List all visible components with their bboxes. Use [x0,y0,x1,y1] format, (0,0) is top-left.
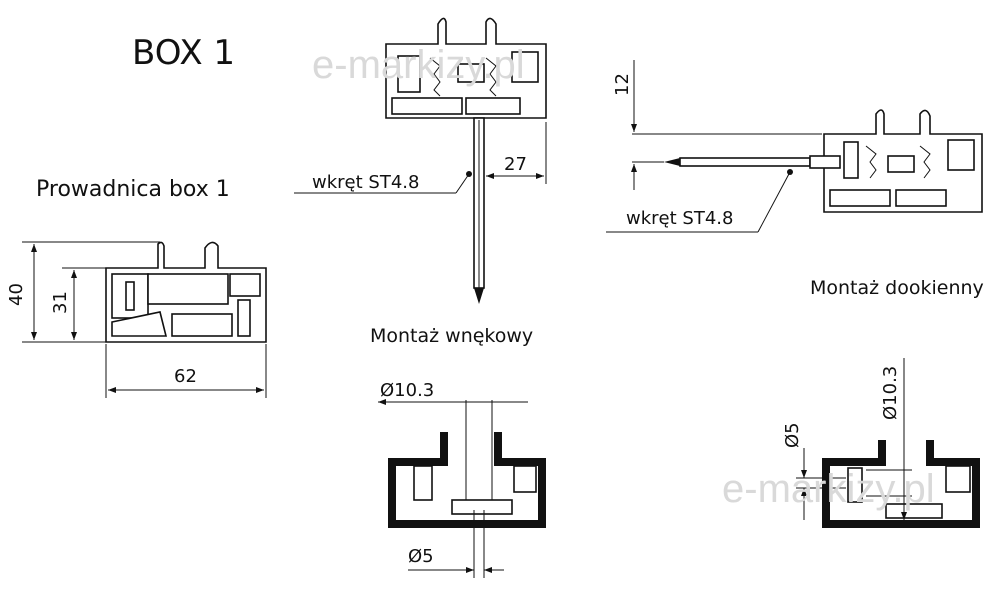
page-title: BOX 1 [132,33,235,73]
frame-dim-offset: 12 [612,73,633,96]
frame-hole-small: Ø5 [782,422,803,448]
frame-screw-label: wkręt ST4.8 [626,208,733,229]
recess-mount-label: Montaż wnękowy [370,325,533,347]
recess-screw-label: wkręt ST4.8 [312,172,419,193]
recess-dim-offset: 27 [504,154,527,175]
recess-hole-large: Ø10.3 [380,380,434,401]
dim-height-total: 40 [6,283,27,306]
guide-rail-label: Prowadnica box 1 [36,177,230,202]
dim-height-inner: 31 [50,291,71,314]
guide-rail-drawing: Prowadnica box 1 40 31 62 [6,177,267,398]
frame-mount-drawing: 12 wkręt ST4.8 Montaż dookienny Ø10.3 Ø5 [606,60,984,528]
recess-mount-drawing: wkręt ST4.8 27 Montaż wnękowy Ø10.3 Ø5 [294,17,547,578]
recess-hole-small: Ø5 [408,546,434,567]
frame-hole-large: Ø10.3 [880,366,901,420]
frame-mount-label: Montaż dookienny [810,277,984,299]
dim-width: 62 [174,366,197,387]
